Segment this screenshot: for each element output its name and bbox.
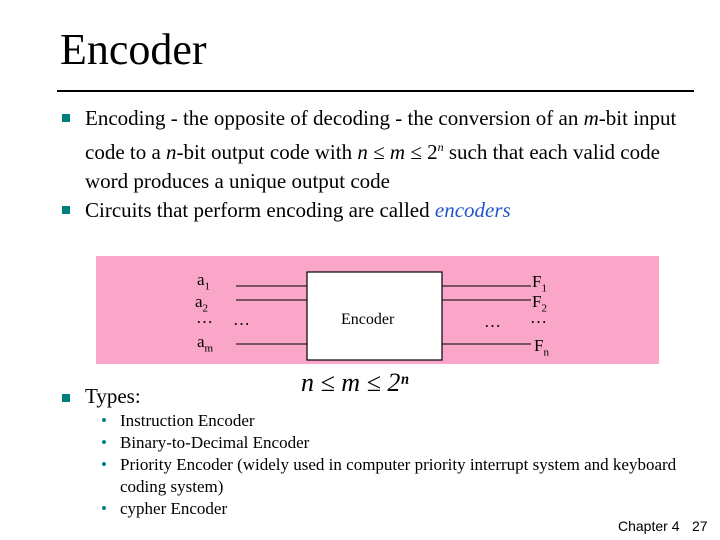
encoder-block-diagram: a1 a2 … am … Encoder … F1 F2 … Fn <box>96 256 659 364</box>
list-item: •Binary-to-Decimal Encoder <box>101 433 310 452</box>
types-heading: Types: <box>60 384 141 409</box>
emphasized-term: encoders <box>434 198 511 222</box>
input-ellipsis: … <box>196 308 213 327</box>
encoder-types-list: •Instruction Encoder •Binary-to-Decimal … <box>100 410 680 520</box>
output-ellipsis: … <box>530 308 547 327</box>
list-item: •cypher Encoder <box>101 499 228 518</box>
dot-bullet-icon: • <box>101 455 107 474</box>
input-label-am: am <box>197 332 214 355</box>
dot-bullet-icon: • <box>101 411 107 430</box>
page-number: 27 <box>692 518 708 534</box>
slide-title: Encoder <box>60 25 207 74</box>
bullet-encoding-definition: Encoding - the opposite of decoding - th… <box>60 104 700 196</box>
encoder-condition-formula: n ≤ m ≤ 2ⁿ <box>301 368 409 397</box>
list-item: •Priority Encoder (widely used in comput… <box>101 455 677 496</box>
title-underline <box>57 90 694 92</box>
encoder-diagram-lines <box>236 271 531 361</box>
encoder-box-label: Encoder <box>341 311 395 328</box>
square-bullet-icon <box>62 206 70 214</box>
encoder-box <box>306 271 443 361</box>
dot-bullet-icon: • <box>101 499 107 518</box>
square-bullet-icon <box>62 114 70 122</box>
chapter-label: Chapter 4 <box>618 518 680 534</box>
bullet-list: Encoding - the opposite of decoding - th… <box>60 104 700 225</box>
bullet-encoders-definition: Circuits that perform encoding are calle… <box>60 196 700 225</box>
output-label-f2: F2 <box>532 292 547 315</box>
list-item: •Instruction Encoder <box>101 411 255 430</box>
input-label-a2: a2 <box>195 292 209 315</box>
output-dots: … <box>484 312 501 331</box>
input-label-a1: a1 <box>197 270 211 293</box>
dot-bullet-icon: • <box>101 433 107 452</box>
square-bullet-icon <box>62 394 70 402</box>
output-label-fn: Fn <box>534 336 549 359</box>
output-label-f1: F1 <box>532 272 547 295</box>
input-dots: … <box>233 310 250 329</box>
